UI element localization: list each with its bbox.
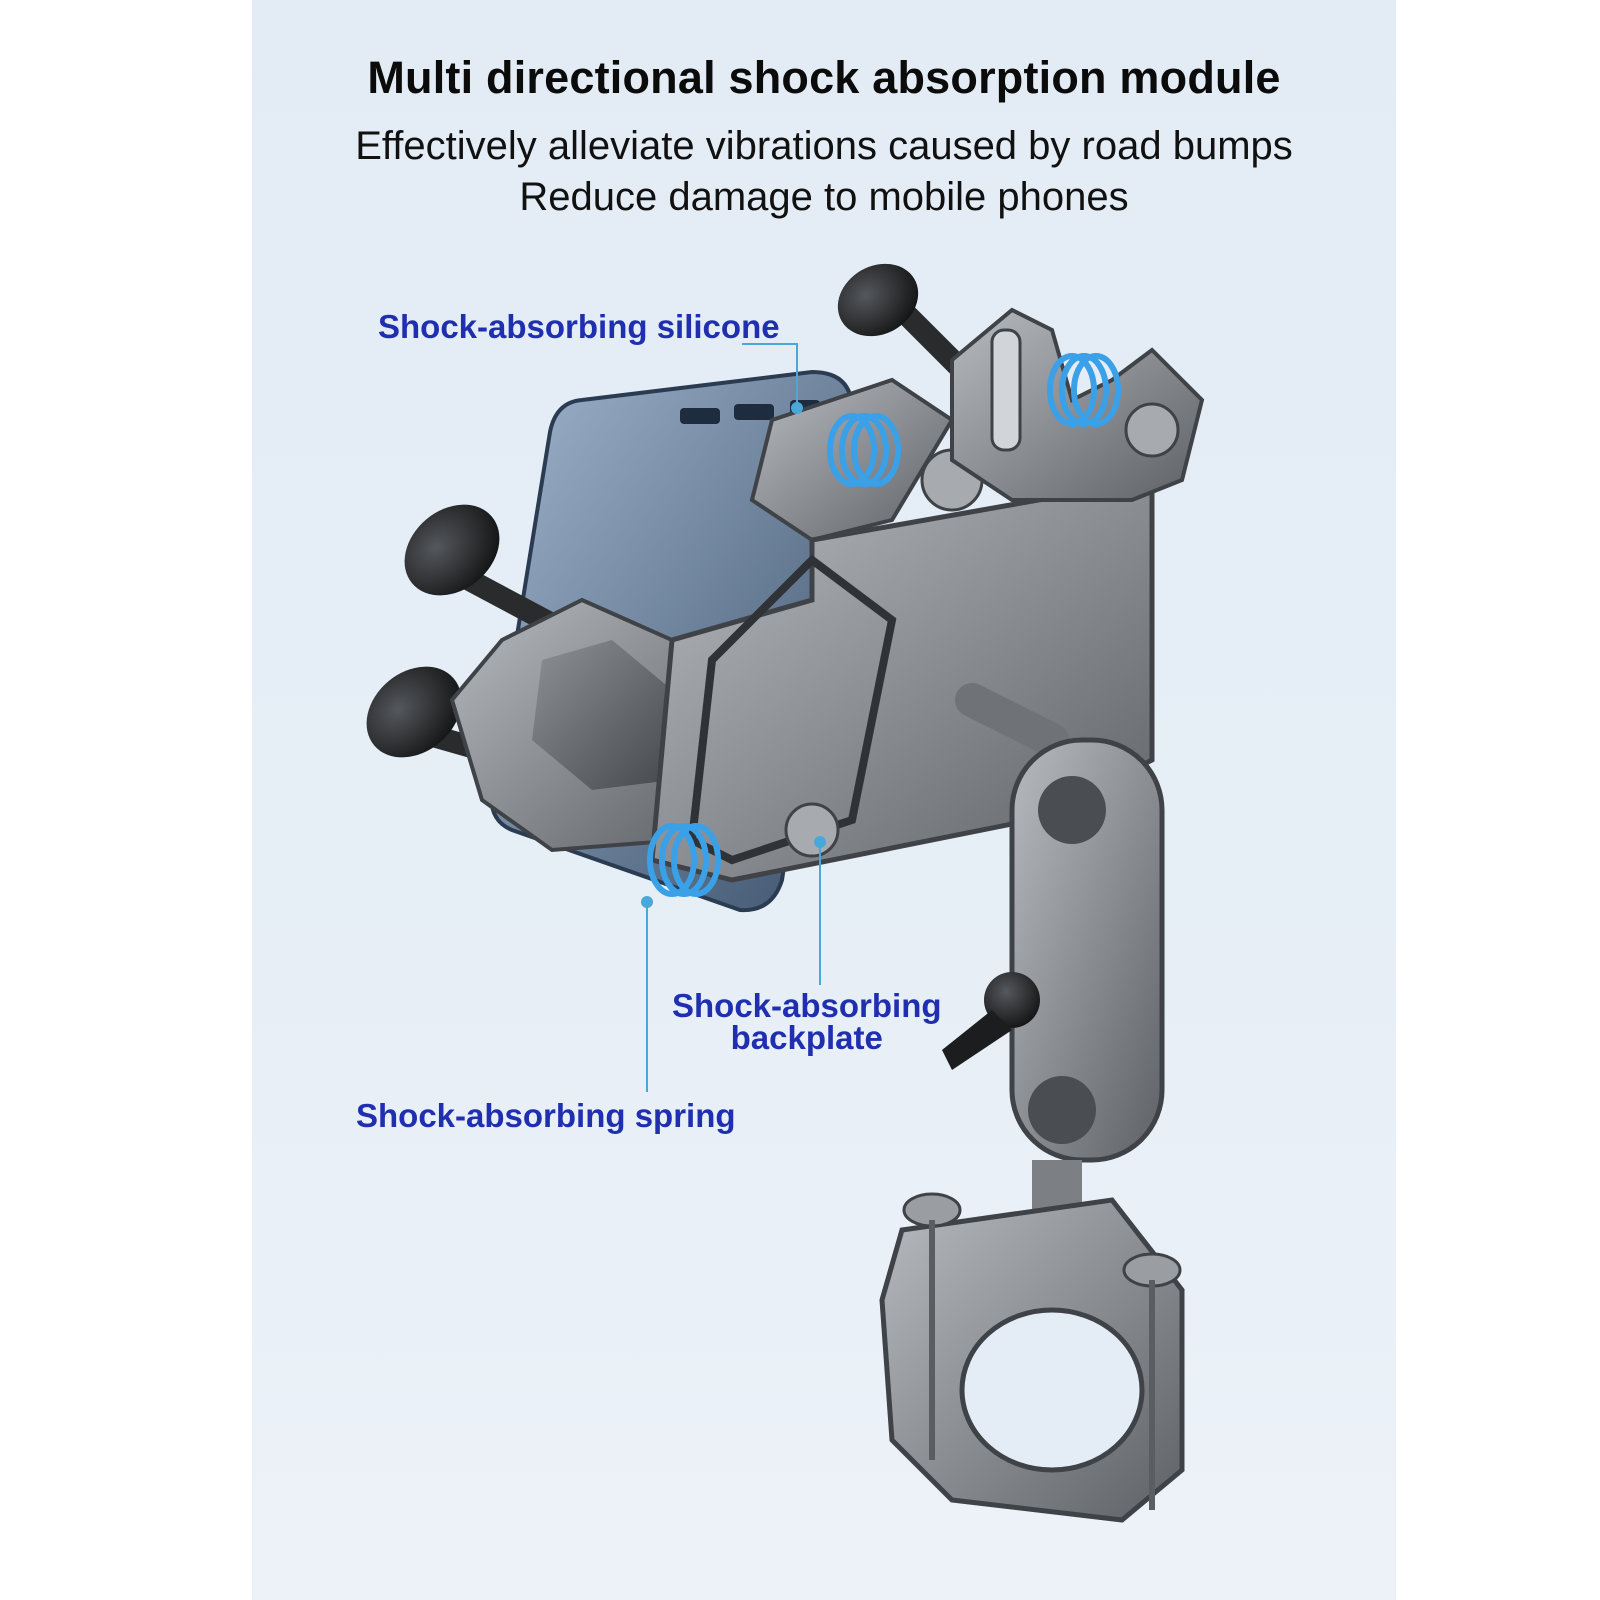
- shock-absorbing-springs: [647, 353, 1121, 897]
- callout-spring: Shock-absorbing spring: [356, 1097, 736, 1134]
- left-clamp-arm: [449, 597, 725, 853]
- leader-lines: [641, 343, 826, 1092]
- phone-mount-illustration: [366, 263, 1205, 1523]
- page-title: Multi directional shock absorption modul…: [367, 52, 1281, 103]
- callout-backplate: Shock-absorbing backplate: [672, 987, 942, 1056]
- subtitle-line-1: Effectively alleviate vibrations caused …: [355, 124, 1293, 168]
- mounting-arm: [942, 683, 1165, 1220]
- handlebar-clamp: [879, 1192, 1185, 1523]
- callout-backplate-line-1: Shock-absorbing: [672, 987, 942, 1024]
- knobs: [366, 263, 919, 758]
- subtitle-line-2: Reduce damage to mobile phones: [519, 175, 1129, 219]
- callout-backplate-line-2: backplate: [730, 1019, 883, 1056]
- product-panel: Multi directional shock absorption modul…: [252, 0, 1396, 1600]
- callout-silicone: Shock-absorbing silicone: [378, 308, 780, 345]
